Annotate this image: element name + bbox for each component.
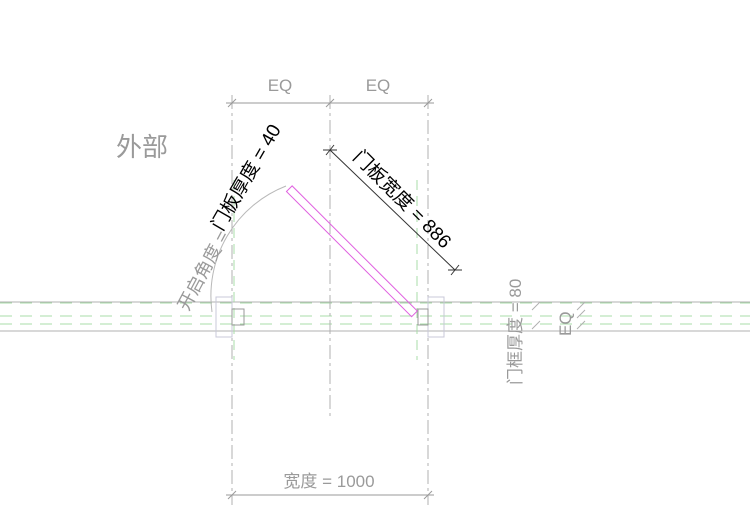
panel-width-dimension[interactable] (323, 144, 462, 276)
panel-thickness-label[interactable]: 门板厚度 = 40 (207, 121, 285, 235)
wall-lines (0, 301, 750, 332)
door-frame-left[interactable] (215, 296, 245, 338)
door-frame-right[interactable] (417, 296, 445, 338)
eq-left-label[interactable]: EQ (268, 76, 293, 95)
eq-right-label[interactable]: EQ (366, 76, 391, 95)
exterior-label: 外部 (116, 132, 168, 162)
door-swing-arc[interactable] (210, 185, 287, 313)
panel-width-label[interactable]: 门板宽度 = 886 (348, 146, 455, 253)
eq-dimension[interactable] (226, 98, 434, 108)
width-dimension[interactable] (226, 490, 434, 500)
door-panel[interactable] (285, 185, 418, 318)
reference-planes-horizontal[interactable] (0, 302, 750, 325)
frame-thickness-ticks (531, 301, 586, 330)
eq-vertical-label[interactable]: EQ (556, 311, 575, 336)
opening-angle-label[interactable]: 开启角度 = (174, 227, 233, 314)
width-label[interactable]: 宽度 = 1000 (283, 472, 374, 491)
frame-thickness-label[interactable]: 门框厚度 = 80 (506, 279, 525, 385)
